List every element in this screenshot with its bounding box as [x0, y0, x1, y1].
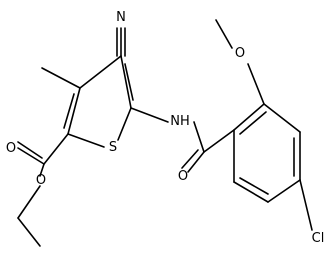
- benzene-bond-1-2: [203, 129, 235, 153]
- amide-carbonyl-bond: [187, 151, 205, 173]
- thiophene-sulfur-label: S: [109, 140, 117, 155]
- ring-bond-c3-c2-double: [124, 63, 134, 101]
- benzene-bond-2-3: [233, 103, 265, 131]
- ester-ethyl-ch3-bond: [17, 217, 41, 247]
- methoxy-oxygen-label: O: [235, 46, 245, 61]
- benzene-bond-6-1: [233, 181, 269, 203]
- c2-nh-bond: [130, 107, 169, 123]
- ester-carbonyl-double: [17, 141, 43, 159]
- ester-c-carbon-bond: [43, 133, 69, 165]
- ester-ethyl-ch2-bond: [17, 185, 41, 219]
- chloro-bond: [299, 179, 313, 231]
- atom-label-layer: N NH O O S O O Cl: [6, 10, 324, 246]
- bond-layer: [17, 19, 313, 247]
- methyl-bond: [41, 67, 81, 89]
- ring-bond-c4-c5-double: [63, 93, 75, 129]
- chlorine-label: Cl: [312, 231, 325, 246]
- benzene-bond-2-3-inner: [239, 111, 267, 135]
- ester-oxygen-label: O: [36, 173, 46, 188]
- ring-bond-c4-c5: [67, 87, 81, 135]
- methoxy-ch3-bond: [215, 19, 233, 49]
- ring-bond-c3-c4: [79, 55, 122, 89]
- benzene-bond-3-4: [263, 103, 301, 133]
- benzene-bond-5-6: [267, 179, 301, 203]
- amide-nh-label: NH: [170, 114, 190, 129]
- ester-carbonyl-bond: [17, 147, 45, 165]
- ester-carbonyl-oxygen-label: O: [6, 141, 16, 156]
- benzene-bond-6-1-inner: [239, 177, 269, 195]
- ring-bond-c2-s: [117, 107, 132, 141]
- amide-carbonyl-oxygen-label: O: [178, 169, 188, 184]
- ester-o-bond: [39, 163, 45, 177]
- cyano-nitrogen-label: N: [116, 10, 126, 25]
- nh-carbonyl-carbon-bond: [193, 121, 205, 153]
- methoxy-o-bond: [247, 63, 265, 105]
- ring-bond-c3-c2: [120, 55, 132, 109]
- amide-carbonyl-double: [181, 149, 199, 169]
- ring-bond-c5-s: [67, 133, 105, 148]
